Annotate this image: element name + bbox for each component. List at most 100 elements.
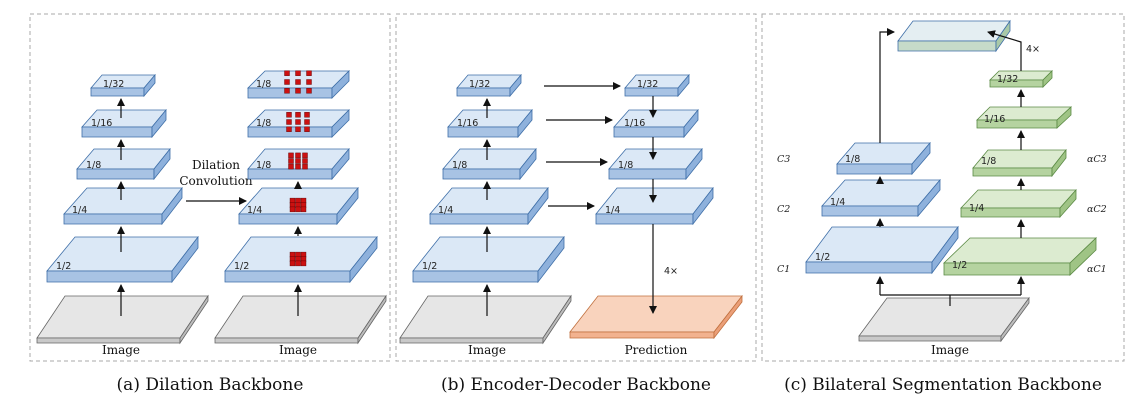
layer-label: 1/8: [86, 160, 101, 171]
panel-c-frame: [761, 13, 1125, 362]
fusion-output: [897, 19, 1011, 53]
layer-1-16: [976, 106, 1073, 129]
layer-1-2: [943, 237, 1097, 276]
layer-1-8-b: [247, 109, 350, 138]
kernel-cell: [306, 88, 312, 94]
layer-label: 1/2: [234, 261, 249, 272]
kernel-cell: [300, 206, 307, 213]
kernel-cell: [295, 70, 301, 76]
layer-label: 1/2: [422, 261, 437, 272]
layer-1-2: [46, 235, 199, 284]
layer-label: 1/8: [981, 156, 996, 167]
kernel-cell: [302, 158, 308, 164]
layer-1-4: [63, 186, 183, 226]
kernel-cell: [295, 206, 301, 213]
layer-label: 1/16: [91, 118, 112, 129]
channel-label: αC2: [1087, 204, 1107, 215]
layer-label: 1/8: [256, 79, 271, 90]
kernel-cell: [304, 126, 310, 132]
kernel-cell: [289, 260, 296, 267]
caption-c: (c) Bilateral Segmentation Backbone: [784, 375, 1102, 395]
kernel-cell: [306, 79, 312, 85]
panel-a-right-column: 1/2 1/4 1/8 1/8 1/8 Image: [214, 70, 387, 357]
spatial-branch: 1/2 1/4 1/8 C3 C2 C1: [777, 28, 959, 275]
layer-label: 1/4: [247, 205, 262, 216]
layer-1-2: [805, 225, 959, 275]
channel-label: C2: [777, 204, 790, 215]
kernel-cell: [286, 112, 292, 118]
flow-arrows: [987, 30, 1025, 238]
layer-1-32: [624, 73, 690, 98]
panel-c: Image 1/2 1/4: [777, 19, 1107, 395]
kernel-cell: [295, 126, 301, 132]
kernel-cell: [288, 158, 294, 164]
layer-label: 1/8: [256, 118, 271, 129]
layer-label: 1/2: [952, 260, 967, 271]
input-split: [876, 276, 1025, 306]
channel-label: C1: [777, 264, 790, 275]
kernel-cell: [284, 88, 290, 94]
image-input: [36, 294, 209, 345]
layer-1-4: [821, 178, 941, 218]
upsample-label: 4×: [1026, 44, 1040, 55]
caption-b: (b) Encoder-Decoder Backbone: [441, 375, 711, 395]
layer-label: 1/2: [56, 261, 71, 272]
layer-1-8: [76, 147, 171, 181]
prediction-output: [569, 294, 743, 340]
channel-label: C3: [777, 154, 790, 165]
kernel-cell: [288, 152, 294, 159]
input-label: Image: [931, 343, 969, 357]
layer-1-8: [442, 147, 537, 181]
upsample-label: 4×: [664, 266, 678, 277]
kernel-cell: [295, 163, 301, 170]
kernel-cell: [295, 152, 301, 159]
kernel-cell: [300, 260, 307, 267]
dilation-label: Dilation: [192, 158, 240, 172]
layer-label: 1/4: [830, 197, 845, 208]
kernel-cell: [286, 119, 292, 125]
dilation-kernels: [284, 70, 312, 267]
channel-label: αC1: [1087, 264, 1107, 275]
layer-label: 1/32: [997, 74, 1018, 85]
kernel-cell: [304, 112, 310, 118]
layer-label: 1/8: [452, 160, 467, 171]
kernel-cell: [304, 119, 310, 125]
input-label: Image: [279, 343, 317, 357]
panel-a: 1/2 1/4 1/8 1/16 1/32 Image Dilation Con…: [36, 70, 387, 395]
caption-a: (a) Dilation Backbone: [117, 375, 304, 395]
panel-b: 1/2 1/4 1/8 1/16 1/32 Image: [399, 73, 743, 395]
kernel-cell: [289, 206, 296, 213]
layer-label: 1/32: [637, 79, 658, 90]
layer-label: 1/32: [469, 79, 490, 90]
panel-a-frame: [29, 13, 391, 362]
kernel-cell: [295, 119, 301, 125]
layer-label: 1/4: [605, 205, 620, 216]
layer-label: 1/2: [815, 252, 830, 263]
output-label: Prediction: [625, 343, 688, 357]
kernel-cell: [306, 70, 312, 76]
layer-label: 1/4: [72, 205, 87, 216]
flow-arrows: [876, 28, 895, 227]
kernel-cell: [284, 70, 290, 76]
layer-1-8: [836, 141, 931, 176]
layer-label: 1/16: [624, 118, 645, 129]
layer-label: 1/16: [457, 118, 478, 129]
kernel-cell: [295, 158, 301, 164]
layer-label: 1/32: [103, 79, 124, 90]
kernel-cell: [286, 126, 292, 132]
kernel-cell: [284, 79, 290, 85]
encoder-column: 1/2 1/4 1/8 1/16 1/32 Image: [399, 73, 572, 357]
layer-label: 1/4: [969, 203, 984, 214]
layer-1-4: [960, 188, 1077, 219]
kernel-cell: [302, 163, 308, 170]
layer-1-2: [412, 235, 565, 284]
skip-connections: [544, 82, 621, 210]
layer-label: 1/4: [438, 205, 453, 216]
input-label: Image: [468, 343, 506, 357]
layer-1-32: [989, 70, 1053, 88]
layer-label: 1/8: [845, 154, 860, 165]
image-input: [399, 294, 572, 345]
kernel-cell: [295, 88, 301, 94]
layer-1-8: [972, 148, 1067, 178]
